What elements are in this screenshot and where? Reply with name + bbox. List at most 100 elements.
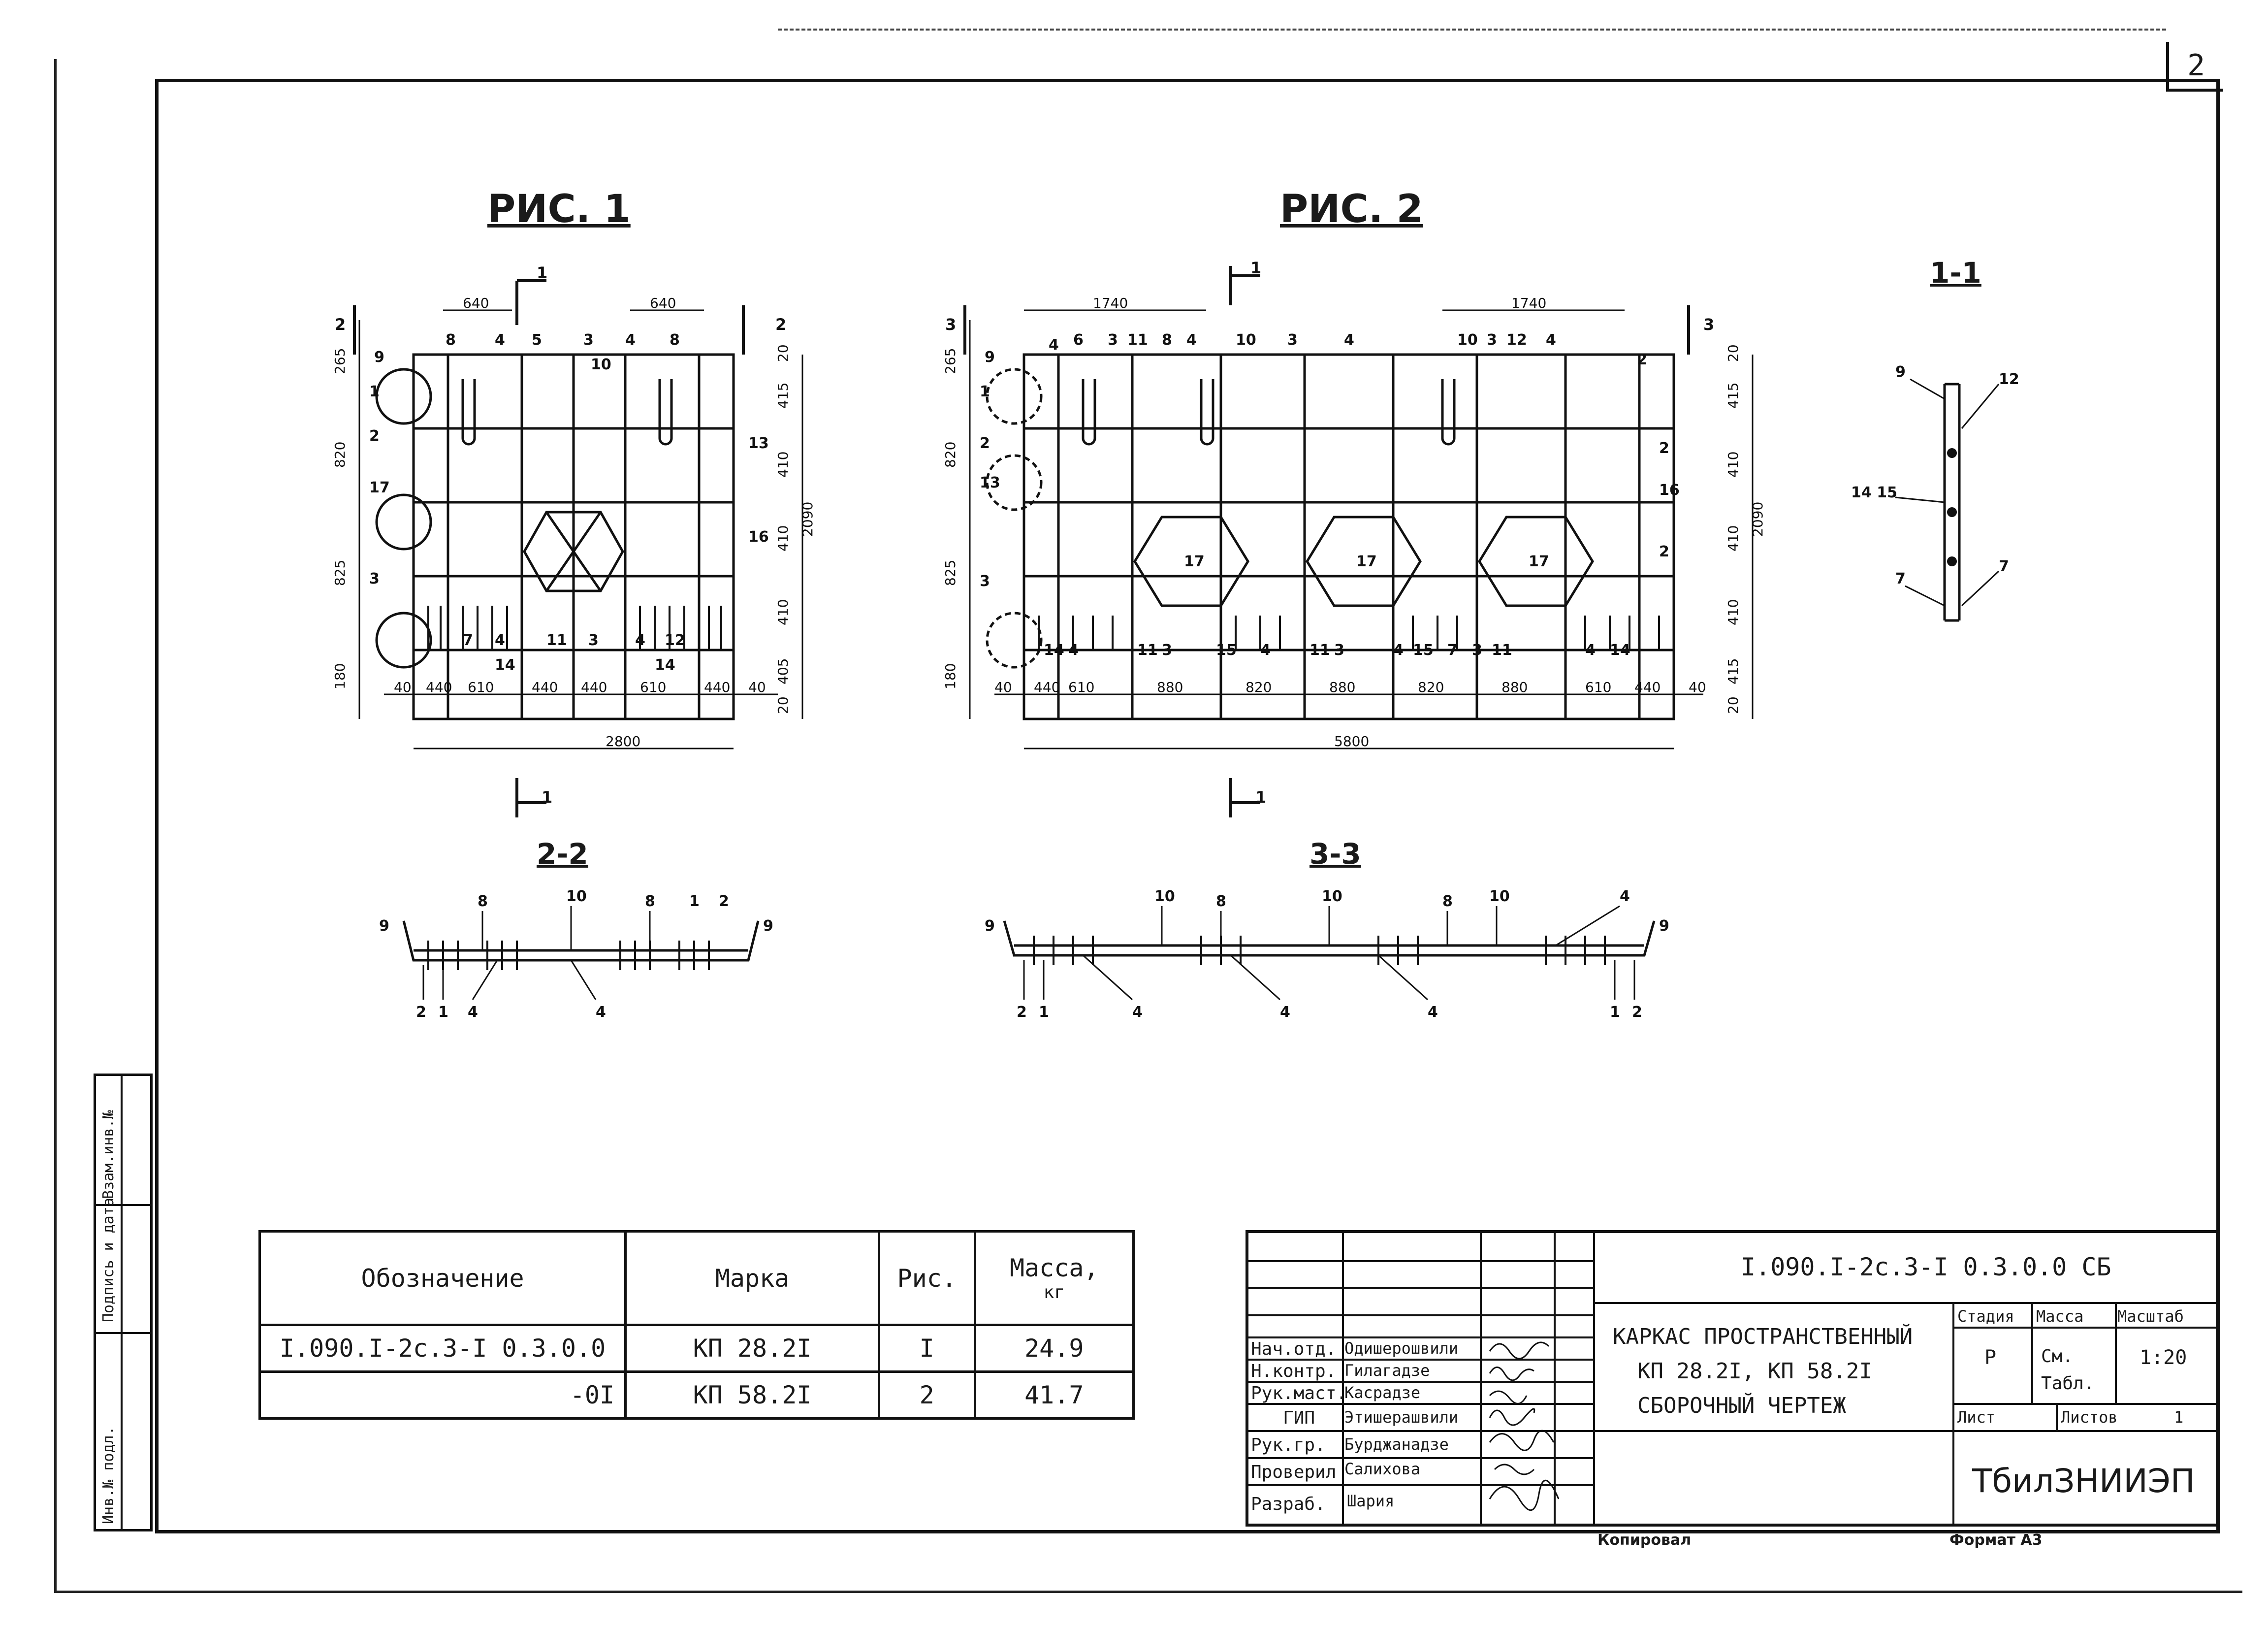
spec-mark: КП 28.2I xyxy=(624,1324,880,1373)
fig2-callout: 4 xyxy=(1393,642,1404,659)
doc-code: I.090.I-2с.3-I 0.3.0.0 СБ xyxy=(1741,1253,2111,1281)
sec33-callout: 10 xyxy=(1154,888,1175,905)
fig2-right-dim: 415 xyxy=(1725,383,1741,409)
fig1-bottom-dim: 440 xyxy=(581,679,607,695)
side-label: Инв.№ подл. xyxy=(100,1426,117,1524)
mass-label: Масса xyxy=(2036,1307,2084,1326)
fig2-callout: 4 xyxy=(1585,642,1596,659)
spec-fig: I xyxy=(877,1324,976,1373)
fig1-section-mark: 1 xyxy=(537,263,547,282)
fig1-callout: 17 xyxy=(369,479,390,496)
stamp-name: Бурджанадзе xyxy=(1344,1435,1449,1454)
stamp-name: Салихова xyxy=(1344,1460,1421,1478)
stamp-name: Касрадзе xyxy=(1344,1383,1421,1402)
sec33-callout: 1 xyxy=(1039,1004,1049,1021)
fig2-callout: 4 xyxy=(1260,642,1271,659)
fig1-callout: 8 xyxy=(670,331,680,349)
outer-frame xyxy=(54,59,2242,1593)
fig2-callout: 8 xyxy=(1162,331,1172,349)
fig2-callout: 11 xyxy=(1127,331,1148,349)
stamp-name: Одишерошвили xyxy=(1344,1339,1459,1358)
fig2-callout: 2 xyxy=(1659,440,1669,457)
stamp-role: Рук.гр. xyxy=(1251,1435,1326,1455)
fig1-bottom-dim: 440 xyxy=(704,679,730,695)
fig2-callout: 14 xyxy=(1610,642,1630,659)
scale-label: Масштаб xyxy=(2117,1307,2184,1326)
stamp-name: Гилагадзе xyxy=(1344,1361,1430,1380)
fig1-callout: 3 xyxy=(583,331,594,349)
sec22-callout: 4 xyxy=(596,1004,606,1021)
fig1-title: РИС. 1 xyxy=(487,187,631,231)
fig1-callout: 4 xyxy=(495,632,505,649)
sec33-callout: 4 xyxy=(1620,888,1630,905)
sec11-callout: 12 xyxy=(1999,371,2019,388)
fig1-overall-height: 2090 xyxy=(799,502,816,537)
spec-header: Обозначение xyxy=(258,1230,627,1326)
fig2-callout: 9 xyxy=(985,349,995,366)
fig1-callout: 3 xyxy=(369,570,380,587)
spec-table: Обозначение Марка Рис. Масса, кг I.090.I… xyxy=(258,1230,1135,1420)
fig2-right-dim: 410 xyxy=(1725,452,1741,478)
sec33-callout: 2 xyxy=(1017,1004,1027,1021)
table-row: -0I КП 58.2I 2 41.7 xyxy=(258,1370,1135,1420)
fig1-callout: 4 xyxy=(495,331,505,349)
format-label: Формат А3 xyxy=(1949,1531,2043,1549)
fig2-callout: 6 xyxy=(1073,331,1084,349)
fig2-right-dim: 410 xyxy=(1725,525,1741,552)
fig2-callout: 4 xyxy=(1344,331,1354,349)
top-edge-line xyxy=(778,29,2166,31)
section-2-2-title: 2-2 xyxy=(537,837,588,871)
stage-label: Стадия xyxy=(1957,1307,2014,1326)
fig2-callout: 15 xyxy=(1413,642,1434,659)
spec-header-row: Обозначение Марка Рис. Масса, кг xyxy=(258,1230,1135,1326)
fig1-callout: 7 xyxy=(463,632,473,649)
sec22-callout: 10 xyxy=(566,888,587,905)
fig1-bottom-dim: 40 xyxy=(394,679,412,695)
fig2-left-dim: 180 xyxy=(942,663,958,689)
org-name: ТбилЗНИИЭП xyxy=(1972,1462,2195,1500)
sheets-label: Листов xyxy=(2061,1408,2118,1427)
fig2-callout: 3 xyxy=(1162,642,1172,659)
sec22-callout: 1 xyxy=(438,1004,448,1021)
table-row: I.090.I-2с.3-I 0.3.0.0 КП 28.2I I 24.9 xyxy=(258,1324,1135,1373)
mass-value: Табл. xyxy=(2041,1373,2095,1394)
fig2-callout: 2 xyxy=(1659,543,1669,560)
spec-header-mass: Масса, кг xyxy=(973,1230,1135,1326)
sec33-callout: 2 xyxy=(1632,1004,1642,1021)
fig2-callout: 14 xyxy=(1044,642,1064,659)
sec33-callout: 8 xyxy=(1216,893,1226,910)
fig1-bottom-dim: 440 xyxy=(532,679,558,695)
fig1-callout: 10 xyxy=(591,356,611,373)
sec33-callout: 4 xyxy=(1280,1004,1290,1021)
fig2-callout: 11 xyxy=(1137,642,1158,659)
section-3-3-title: 3-3 xyxy=(1310,837,1361,871)
fig1-section-mark: 1 xyxy=(542,788,552,807)
section-2-2-drawing: 8 10 8 1 2 2 1 4 4 9 9 xyxy=(379,888,773,1021)
fig2-callout: 3 xyxy=(980,573,990,590)
stamp-role: Проверил xyxy=(1251,1462,1337,1482)
fig2-callout: 10 xyxy=(1236,331,1256,349)
fig2-callout: 3 xyxy=(1334,642,1344,659)
fig2-callout: 3 xyxy=(1487,331,1497,349)
spec-header-mass-unit: кг xyxy=(1043,1282,1065,1302)
fig1-callout: 4 xyxy=(635,632,645,649)
fig1-callout: 8 xyxy=(446,331,456,349)
sec33-end-label: 9 xyxy=(1659,917,1669,935)
fig2-bottom-dim: 880 xyxy=(1157,679,1183,695)
sec11-callout: 14 15 xyxy=(1851,484,1897,501)
stamp-role: Рук.маст. xyxy=(1251,1383,1347,1403)
fig2-hex-label: 17 xyxy=(1529,553,1549,570)
sec22-callout: 8 xyxy=(645,893,655,910)
stage-value: Р xyxy=(1984,1346,1997,1369)
title-line: СБОРОЧНЫЙ ЧЕРТЕЖ xyxy=(1637,1393,1846,1418)
fig1-right-dim: 410 xyxy=(775,525,791,552)
fig2-bottom-dim: 440 xyxy=(1634,679,1661,695)
side-label: Подпись и дата xyxy=(100,1198,117,1322)
fig1-drawing: 1 1 2 2 2800 2090 640 640 40 440 610 440… xyxy=(332,263,816,817)
fig1-right-dim: 405 xyxy=(775,658,791,684)
fig1-left-dim: 825 xyxy=(332,560,348,586)
spec-mass: 41.7 xyxy=(973,1370,1135,1420)
fig1-callout: 11 xyxy=(546,632,567,649)
fig2-section-mark: 1 xyxy=(1250,261,1261,277)
scale-value: 1:20 xyxy=(2140,1346,2187,1369)
